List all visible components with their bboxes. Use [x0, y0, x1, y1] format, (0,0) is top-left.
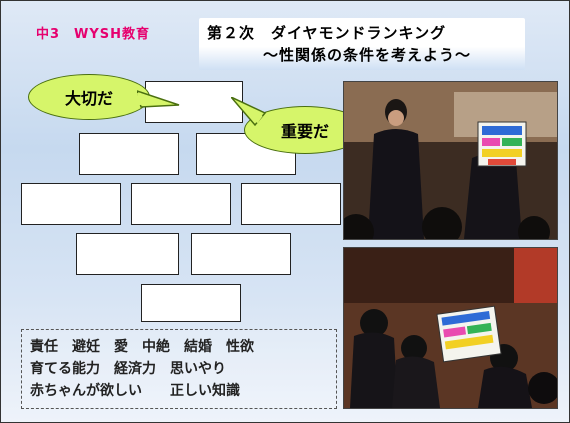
- grade-tag: 中3 WYSH教育: [36, 27, 151, 42]
- classroom-photo-top-image: [344, 82, 557, 239]
- word-bank-line-3: 赤ちゃんが欲しい 正しい知識: [30, 383, 240, 399]
- rank-box-4b: [191, 233, 291, 275]
- word-bank-line-1: 責任 避妊 愛 中絶 結婚 性欲: [30, 339, 254, 355]
- word-bank: 責任 避妊 愛 中絶 結婚 性欲 育てる能力 経済力 思いやり 赤ちゃんが欲しい…: [21, 329, 337, 409]
- bubble-important-left: 大切だ: [28, 74, 180, 120]
- bubble-right-text: 重要だ: [280, 122, 329, 141]
- title-line-1: 第２次 ダイヤモンドランキング: [207, 24, 447, 42]
- bubble-tail-left: [137, 90, 180, 108]
- rank-box-4a: [76, 233, 179, 275]
- classroom-photo-top: [343, 81, 558, 240]
- classroom-photo-bottom-image: [344, 248, 557, 408]
- rank-box-5: [141, 284, 241, 322]
- rank-box-2a: [79, 133, 179, 175]
- bubble-tail-right: [231, 97, 267, 127]
- rank-box-3a: [21, 183, 121, 225]
- title-line-2: ～性関係の条件を考えよう～: [263, 46, 472, 64]
- title-banner: 第２次 ダイヤモンドランキング ～性関係の条件を考えよう～: [199, 18, 525, 70]
- classroom-photo-bottom: [343, 247, 558, 409]
- rank-box-3b: [131, 183, 231, 225]
- word-bank-line-2: 育てる能力 経済力 思いやり: [30, 361, 226, 377]
- rank-box-3c: [241, 183, 341, 225]
- bubble-left-text: 大切だ: [64, 89, 113, 108]
